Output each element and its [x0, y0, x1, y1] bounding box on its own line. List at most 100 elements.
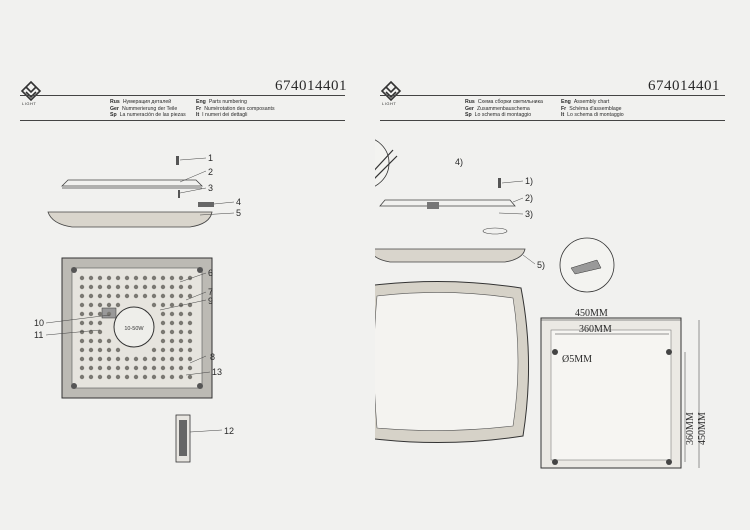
led-dot — [97, 374, 103, 380]
brand-label: LIGHT — [22, 101, 37, 106]
led-dot — [187, 329, 193, 335]
brand-logo-icon — [380, 80, 402, 102]
led-dot — [124, 293, 130, 299]
led-dot — [187, 374, 193, 380]
led-dot — [97, 284, 103, 290]
led-dot — [88, 365, 94, 371]
led-dot — [160, 347, 166, 353]
led-dot — [142, 374, 148, 380]
led-dot — [178, 374, 184, 380]
led-dot — [133, 365, 139, 371]
svg-text:6: 6 — [208, 268, 213, 278]
led-dot — [79, 284, 85, 290]
led-dot — [106, 293, 112, 299]
svg-text:5: 5 — [236, 208, 241, 218]
brand-logo-icon — [20, 80, 42, 102]
led-dot — [79, 338, 85, 344]
led-dot — [124, 374, 130, 380]
led-dot — [124, 284, 130, 290]
led-dot — [88, 302, 94, 308]
svg-text:13: 13 — [212, 367, 222, 377]
led-dot — [160, 302, 166, 308]
led-dot — [187, 284, 193, 290]
led-dot — [187, 365, 193, 371]
led-dot — [151, 347, 157, 353]
diffuser-part — [47, 211, 213, 228]
header-rule-bottom — [380, 120, 725, 121]
led-dots — [79, 275, 193, 380]
led-dot — [133, 374, 139, 380]
svg-text:4): 4) — [455, 157, 463, 167]
led-dot — [151, 302, 157, 308]
led-dot — [97, 293, 103, 299]
svg-text:8: 8 — [210, 352, 215, 362]
clip-part — [198, 202, 214, 207]
led-dot — [106, 374, 112, 380]
dim-hole: Ø5MM — [562, 354, 592, 365]
svg-text:9: 9 — [208, 296, 213, 306]
wiring-detail: ! 4) — [375, 139, 463, 187]
led-dot — [178, 293, 184, 299]
led-dot — [79, 374, 85, 380]
led-dot — [178, 311, 184, 317]
led-dot — [151, 374, 157, 380]
led-dot — [88, 356, 94, 362]
led-dot — [115, 284, 121, 290]
led-dot — [97, 365, 103, 371]
led-dot — [169, 311, 175, 317]
led-dot — [187, 311, 193, 317]
led-dot — [88, 284, 94, 290]
led-dot — [160, 311, 166, 317]
led-dot — [142, 275, 148, 281]
led-dot — [115, 293, 121, 299]
brand-label: LIGHT — [382, 101, 397, 106]
led-dot — [88, 320, 94, 326]
callout-numbers: 1 2 3 4 5 6 7 8 9 10 11 12 13 — [34, 153, 241, 436]
svg-text:7: 7 — [208, 287, 213, 297]
dim-v-outer: 450MM — [697, 412, 708, 445]
led-dot — [115, 302, 121, 308]
led-dot — [160, 293, 166, 299]
product-code: 674014401 — [275, 78, 347, 94]
led-dot — [151, 284, 157, 290]
svg-text:1: 1 — [208, 153, 213, 163]
dim-lines — [541, 319, 700, 468]
led-dot — [160, 365, 166, 371]
dim-outer: 450MM — [575, 308, 608, 319]
led-dot — [79, 329, 85, 335]
mounting-template — [540, 317, 682, 469]
svg-text:4: 4 — [236, 197, 241, 207]
led-dot — [151, 356, 157, 362]
assembly-leaders — [498, 180, 536, 265]
led-dot — [79, 293, 85, 299]
led-dot — [160, 356, 166, 362]
diffuser-outline — [375, 280, 530, 444]
led-dot — [97, 356, 103, 362]
led-dot — [169, 302, 175, 308]
led-dot — [88, 338, 94, 344]
led-dot — [133, 275, 139, 281]
led-dot — [160, 320, 166, 326]
led-dot — [97, 302, 103, 308]
led-dot — [169, 275, 175, 281]
led-dot — [133, 356, 139, 362]
led-dot — [169, 374, 175, 380]
led-dot — [151, 365, 157, 371]
led-dot — [160, 338, 166, 344]
led-dot — [88, 275, 94, 281]
led-dot — [133, 284, 139, 290]
led-dot — [187, 293, 193, 299]
dim-inner: 360MM — [579, 324, 612, 335]
led-dot — [97, 338, 103, 344]
